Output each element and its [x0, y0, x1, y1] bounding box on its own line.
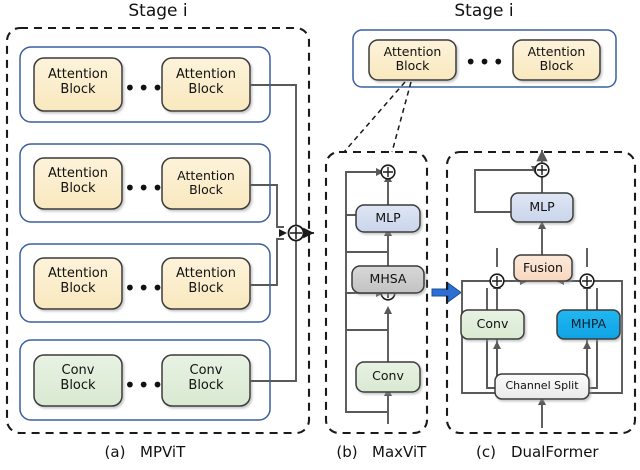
panel-c-dashed-border	[445, 150, 637, 435]
panel-c-block-mhpa[interactable]	[556, 309, 621, 340]
panel-c-block-channel-split[interactable]	[494, 373, 590, 400]
panel-c-skip-loops	[461, 280, 623, 394]
panel-a-merge-wires	[250, 84, 297, 382]
panel-a-row-2-block-right[interactable]	[161, 157, 251, 210]
panel-c-block-fusion[interactable]	[513, 254, 573, 282]
panel-a-dashed-border	[5, 26, 311, 435]
panel-a-row-3-block-left[interactable]	[33, 257, 123, 310]
panel-a-merge-plus	[290, 227, 302, 239]
panel-c-adder-left	[489, 273, 505, 289]
panel-b-block-mlp[interactable]	[355, 204, 421, 233]
panel-a-row-1-block-left[interactable]	[33, 57, 123, 112]
panel-b-adder-1	[380, 164, 396, 180]
panel-b-block-conv[interactable]	[355, 361, 421, 393]
zoom-guide-lines	[343, 81, 412, 153]
panel-c-block-conv[interactable]	[460, 309, 525, 340]
panel-c-adder-top	[534, 162, 550, 178]
panel-a-row-2-block-left[interactable]	[33, 157, 123, 210]
panel-a-row-1-block-right[interactable]	[161, 57, 251, 112]
panel-a-row-4-block-left[interactable]	[33, 354, 123, 407]
panel-c-adder-right	[579, 273, 595, 289]
panel-b-dashed-border	[324, 150, 429, 435]
panel-b-block-mhsa[interactable]	[351, 265, 425, 294]
stage-strip-block-left[interactable]	[368, 39, 457, 81]
panel-a-row-4-block-right[interactable]	[161, 354, 251, 407]
panel-c-block-mlp[interactable]	[510, 192, 574, 223]
stage-strip-block-right[interactable]	[512, 39, 601, 81]
panel-a-row-3-block-right[interactable]	[161, 257, 251, 310]
